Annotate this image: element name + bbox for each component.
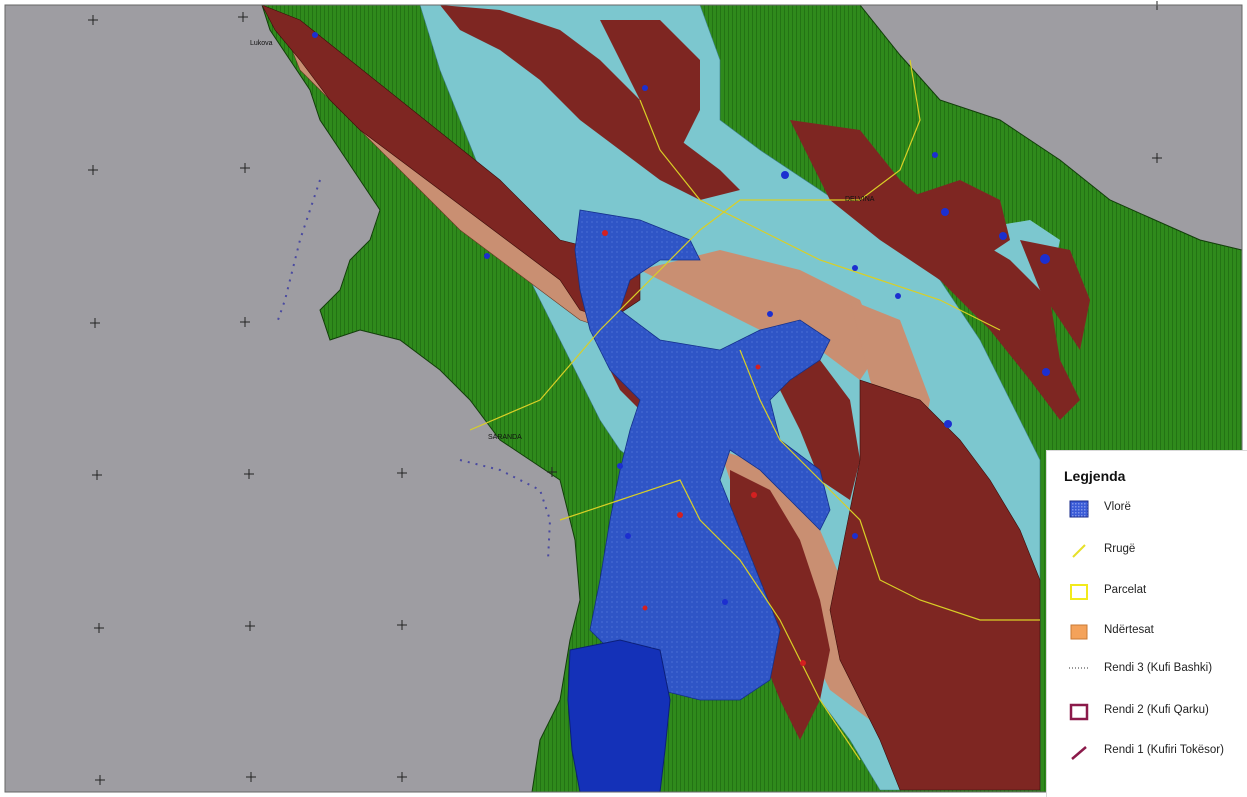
dotted-line-icon (1069, 661, 1089, 679)
road (639, 99, 1001, 331)
legend-item-rruge: Rrugë (1069, 542, 1234, 560)
legend-item-parcelat: Parcelat (1069, 583, 1234, 601)
road (559, 479, 861, 761)
legend-item-rendi2: Rendi 2 (Kufi Qarku) (1069, 703, 1234, 721)
legend-item-vlore: Vlorë (1069, 500, 1234, 518)
legend-label: Rendi 3 (Kufi Bashki) (1104, 662, 1213, 674)
road (739, 349, 1040, 621)
survey-points (312, 32, 1050, 605)
legend-label: Ndërtesat (1104, 624, 1154, 636)
legend-label: Rendi 1 (Kufiri Tokësor) (1104, 744, 1224, 756)
road (469, 59, 921, 431)
rock-zone-n (440, 5, 740, 200)
place-label-lukova: Lukova (250, 40, 273, 47)
rock-zone-e (900, 180, 1010, 260)
legend-label: Parcelat (1104, 584, 1147, 596)
red-markers (602, 230, 806, 666)
legend-item-rendi3: Rendi 3 (Kufi Bashki) (1069, 661, 1234, 679)
rock-zone-ne2 (1020, 240, 1090, 350)
place-label-saranda: SARANDA (488, 434, 522, 441)
deep-lake (567, 639, 671, 793)
orange-square-icon (1069, 623, 1089, 641)
maroon-line-icon (1069, 743, 1089, 761)
map-legend: Legjenda Vlorë Rrugë Parcelat Ndërtesat (1046, 450, 1247, 797)
maroon-outline-square-icon (1069, 703, 1089, 721)
legend-label: Vlorë (1104, 501, 1131, 513)
rock-zone-ne (790, 120, 1080, 420)
rock-zone-n2 (600, 20, 700, 150)
legend-item-ndertesat: Ndërtesat (1069, 623, 1234, 641)
legend-title: Legjenda (1064, 468, 1126, 484)
yellow-line-icon (1069, 542, 1089, 560)
legend-label: Rrugë (1104, 543, 1136, 555)
rock-zone-se (829, 379, 1041, 791)
legend-label: Rendi 2 (Kufi Qarku) (1104, 704, 1209, 716)
yellow-outline-square-icon (1069, 583, 1089, 601)
map-border (4, 4, 1243, 793)
place-label-delvina: DELVINA (845, 196, 875, 203)
rock-zone-s (730, 470, 830, 740)
hatched-blue-square-icon (1069, 500, 1089, 518)
legend-item-rendi1: Rendi 1 (Kufiri Tokësor) (1069, 743, 1234, 761)
lagoon-zone (574, 209, 831, 701)
